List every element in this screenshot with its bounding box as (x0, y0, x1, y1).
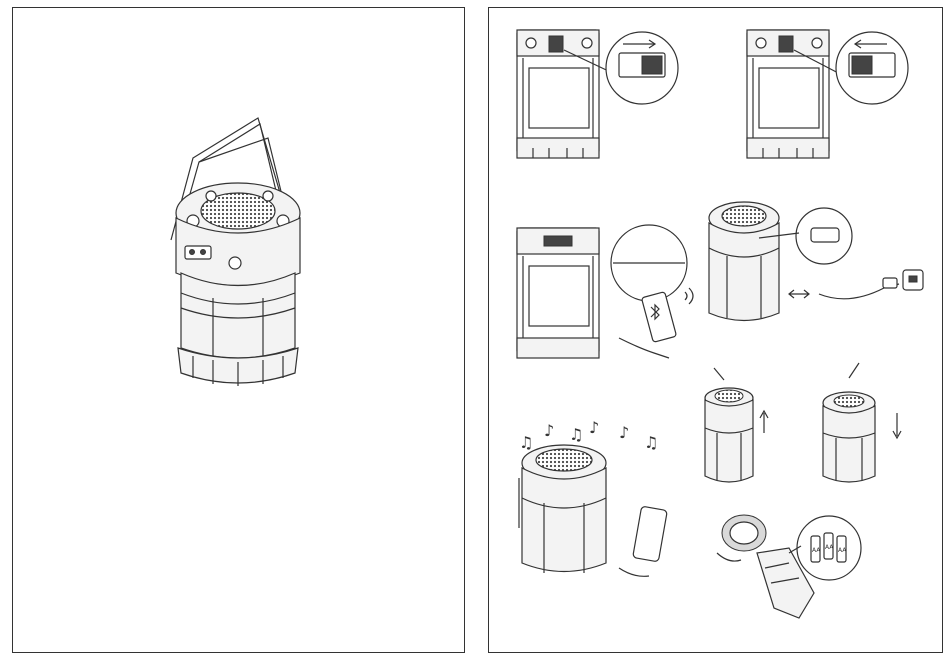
lantern-illustration (13, 8, 466, 654)
instructions-panel: ♫ ♪ ♫ ♪ ♪ ♫ (488, 7, 943, 653)
step-extend-lantern (705, 368, 768, 482)
step-collapse-lantern (823, 363, 901, 482)
svg-text:♪: ♪ (589, 418, 599, 437)
control-panel (185, 246, 211, 259)
product-overview-panel (12, 7, 465, 653)
lantern-lens (181, 273, 295, 358)
svg-text:♫: ♫ (569, 425, 583, 444)
step-switch-off (747, 30, 908, 158)
step-music-playback: ♫ ♪ ♫ ♪ ♪ ♫ (519, 418, 667, 576)
battery-label: AA (812, 547, 821, 554)
power-button (190, 250, 195, 255)
step-bluetooth-pairing (517, 225, 693, 358)
svg-text:♪: ♪ (619, 423, 629, 442)
svg-text:♪: ♪ (544, 421, 554, 440)
smartphone-music (633, 506, 668, 562)
step-battery-install: AA AA AA (717, 515, 861, 618)
switch-slider-left (852, 56, 872, 74)
svg-text:AA: AA (838, 547, 847, 554)
switch-slider-right (642, 56, 662, 74)
svg-text:♫: ♫ (644, 433, 658, 452)
smartphone (641, 292, 676, 343)
music-note-icon: ♫ (519, 433, 533, 452)
step-switch-on (517, 30, 678, 158)
step-usb-charging (709, 202, 923, 321)
bluetooth-button (201, 250, 206, 255)
instruction-illustrations: ♫ ♪ ♫ ♪ ♪ ♫ (489, 8, 944, 654)
svg-text:AA: AA (825, 544, 834, 551)
